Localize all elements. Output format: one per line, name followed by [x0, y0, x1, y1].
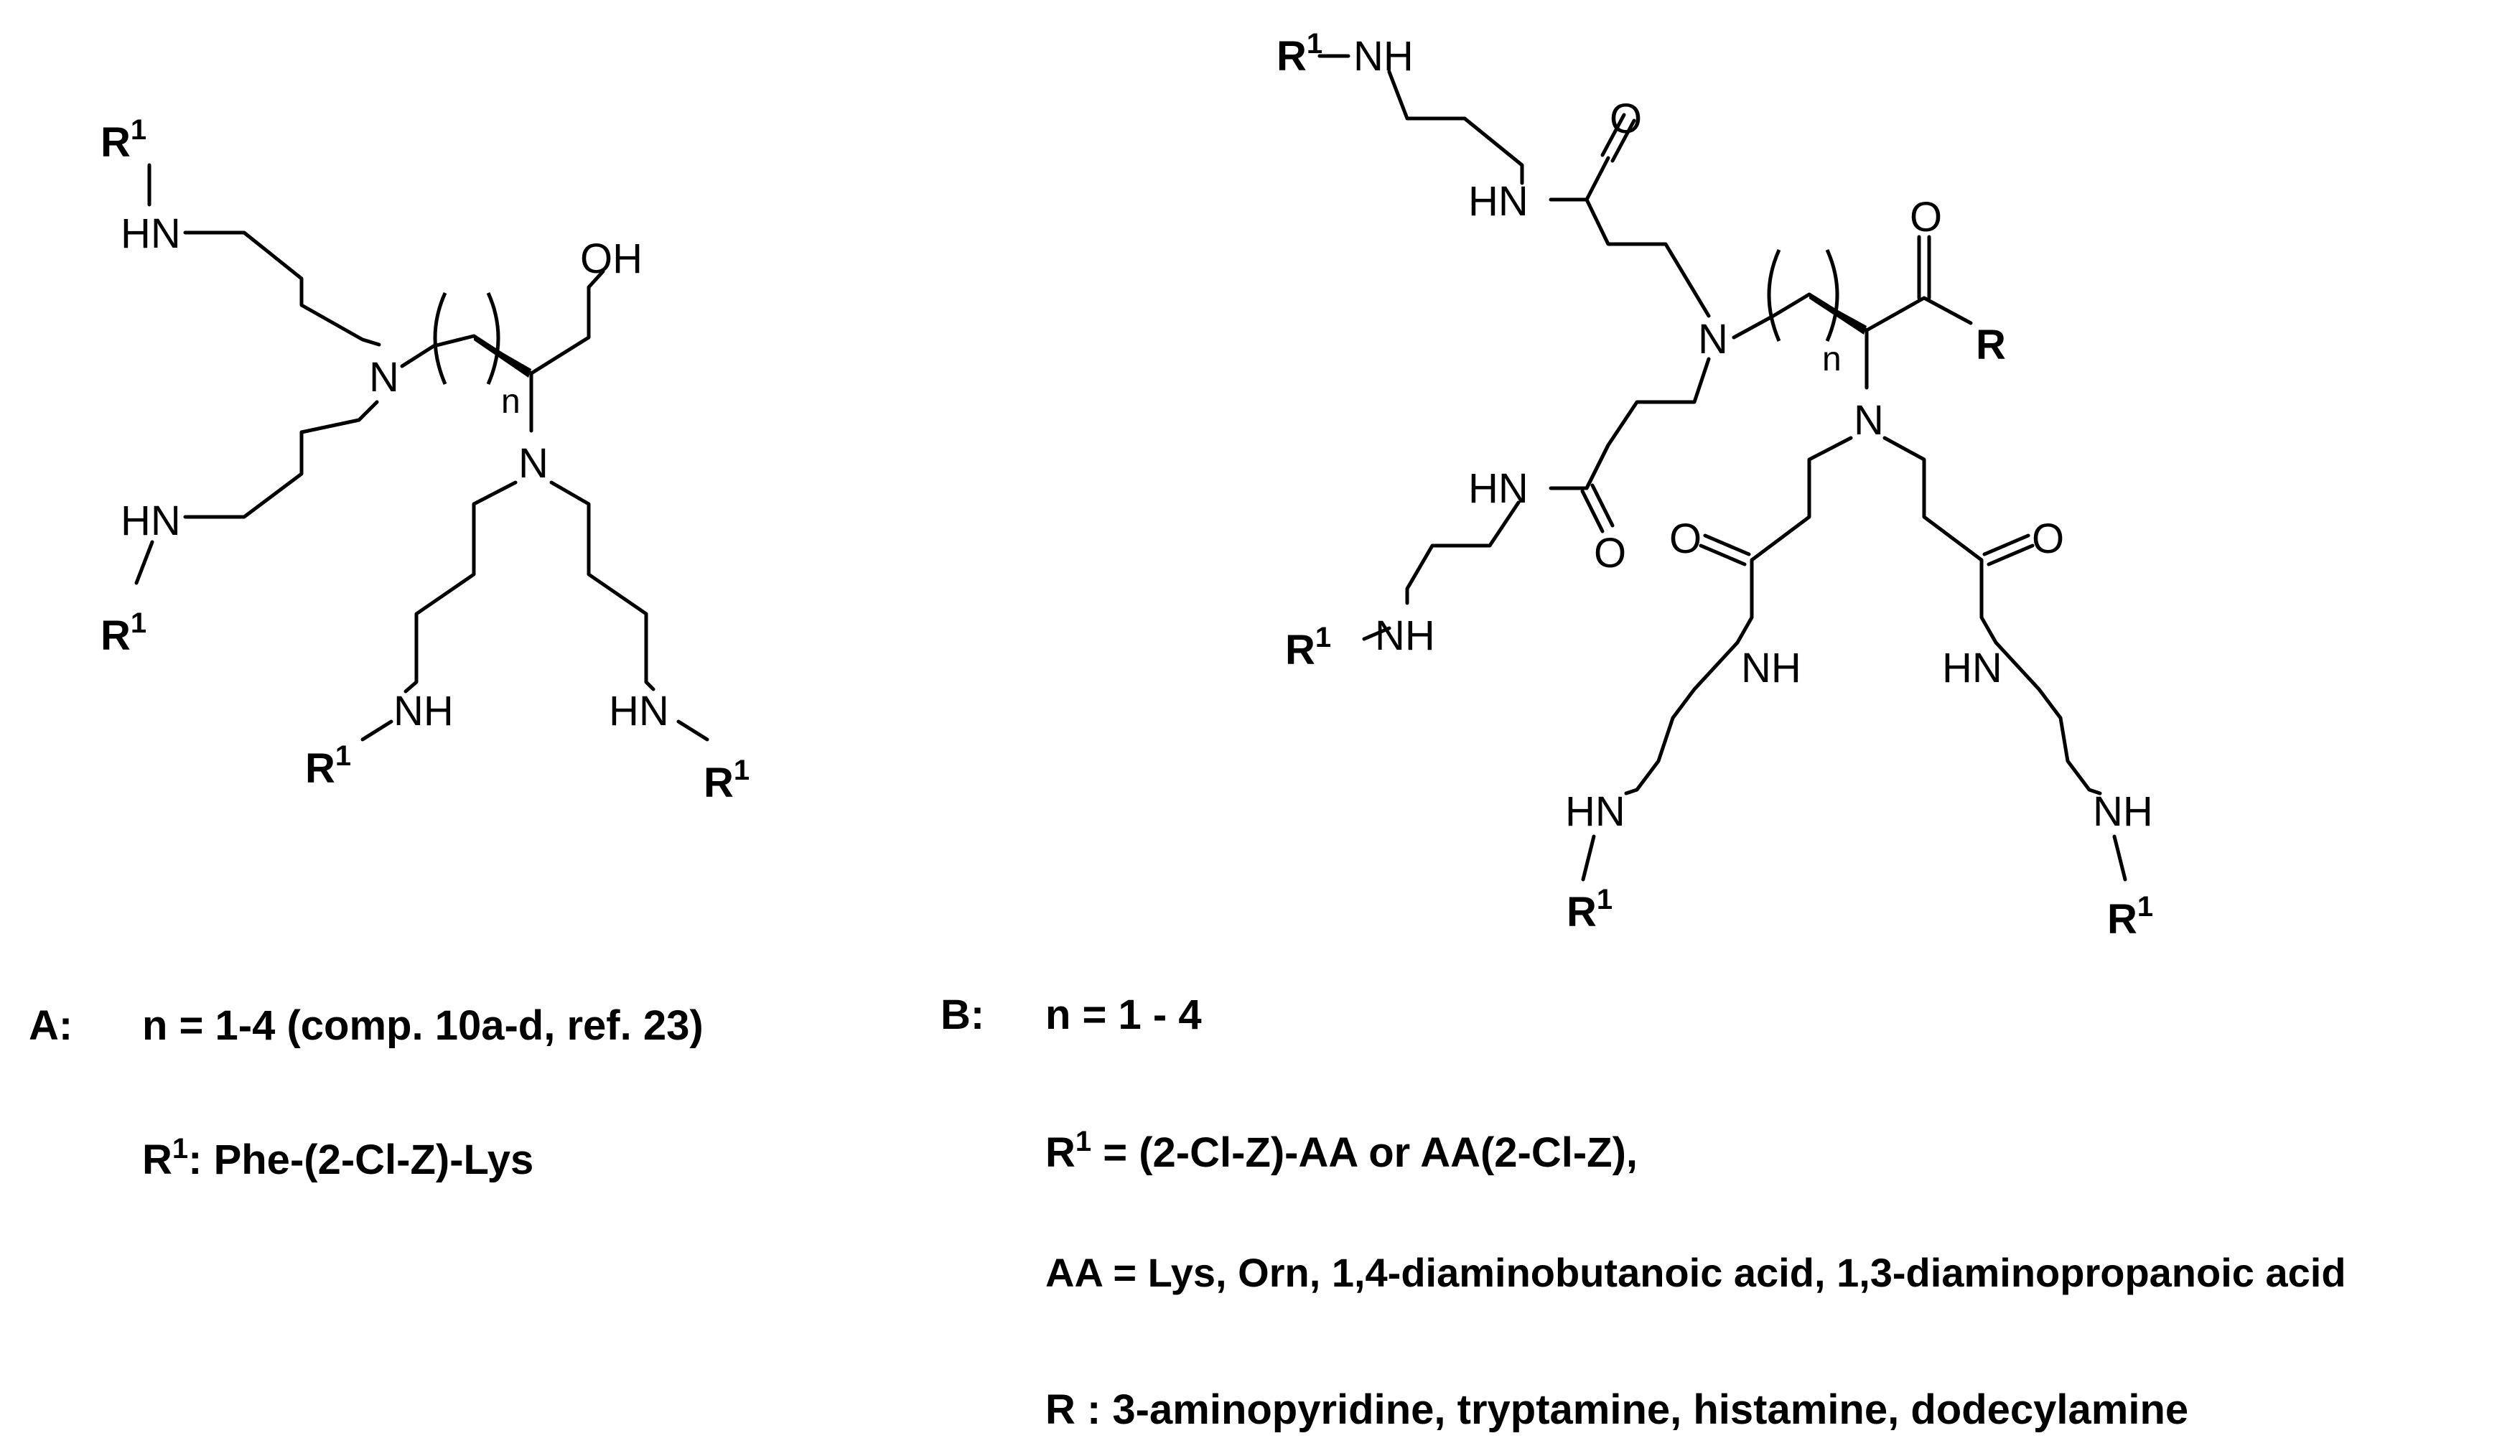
b-wedge-bond	[1809, 294, 1867, 335]
b-bond-r1-left	[1362, 626, 1391, 641]
caption-a-n: n = 1-4 (comp. 10a-d, ref. 23)	[142, 1002, 704, 1049]
b-bonds-lower-chain-1	[1750, 436, 1853, 562]
b-amide-nh-4: HN	[1942, 645, 2002, 691]
b-carbonyl-4b	[1699, 543, 1747, 566]
b-amide-nh-2: HN	[1468, 465, 1529, 512]
b-bonds-lower-chain-2	[1882, 436, 1984, 562]
b-carbonyl-4a	[1703, 533, 1751, 556]
caption-b-n: n = 1 - 4	[1045, 991, 1202, 1038]
b-carbonyl-1a	[1600, 113, 1626, 157]
b-bonds-top-arm	[1387, 70, 1524, 185]
a-amine-3: NH	[393, 688, 454, 734]
caption-b-r1-text: = (2-Cl-Z)-AA or AA(2-Cl-Z),	[1091, 1129, 1638, 1176]
b-carbonyl-2a	[1580, 489, 1605, 533]
caption-b-r1-prefix: R	[1045, 1129, 1075, 1176]
a-bond-r1-lower-2	[676, 719, 709, 742]
b-r1-label-top: R1	[1277, 28, 1322, 80]
b-bonds-left-arm	[1405, 500, 1521, 605]
b-amine-top: NH	[1353, 33, 1414, 80]
b-repeat-bracket-left	[1767, 248, 1781, 342]
b-bond-r1-bottom-right	[2112, 834, 2127, 882]
structure-b: NH HN HN NH NH HN HN NH N N O O O O O n …	[1277, 28, 2153, 943]
b-carbonyl-1b	[1610, 118, 1636, 163]
b-oxygen-2: O	[1594, 530, 1626, 577]
a-n-tertiary-2: N	[518, 440, 549, 487]
b-bond-r1-bottom-left	[1581, 834, 1596, 882]
b-amine-bottom-left: HN	[1565, 788, 1625, 835]
b-bonds-carbonyl-r	[1865, 296, 1973, 332]
b-oxygen-3: O	[1910, 194, 1942, 241]
a-amine-4: HN	[609, 688, 669, 734]
a-wedge-bond	[474, 336, 531, 378]
a-amine-2: HN	[121, 498, 181, 544]
b-repeat-bracket-right	[1825, 248, 1839, 342]
a-bonds-hydroxymethyl	[529, 269, 605, 375]
a-bonds-backbone	[400, 334, 533, 375]
b-carbonyl-5a	[1982, 533, 2030, 556]
b-oxygen-1: O	[1610, 95, 1642, 142]
caption-b-r: R : 3-aminopyridine, tryptamine, histami…	[1045, 1386, 2189, 1433]
a-repeat-index: n	[501, 383, 521, 421]
b-r1-label-bottom-right: R1	[2107, 891, 2153, 943]
caption-a-r1-text: : Phe-(2-Cl-Z)-Lys	[188, 1137, 534, 1183]
a-bond-r1-lower-left	[134, 540, 154, 585]
caption-b-r1-sup: 1	[1075, 1126, 1092, 1157]
caption-a-label: A:	[29, 1002, 73, 1049]
a-bonds-lower-chain-1	[403, 480, 518, 694]
b-bonds-amide-1	[1549, 156, 1610, 202]
b-n-tertiary-1: N	[1698, 316, 1728, 363]
a-hydroxyl: OH	[580, 235, 643, 282]
a-n-tertiary-1: N	[369, 354, 399, 401]
b-oxygen-5: O	[2032, 515, 2064, 562]
b-bonds-lower-left-chain	[1549, 357, 1711, 490]
b-oxygen-4: O	[1669, 515, 1702, 562]
b-repeat-index: n	[1822, 340, 1842, 378]
caption-b-r1: R1 = (2-Cl-Z)-AA or AA(2-Cl-Z),	[1045, 1127, 1638, 1174]
a-bonds-lower-chain-2	[549, 480, 655, 691]
structure-a: N N HN HN NH HN OH n R1 R1 R1 R1	[101, 114, 750, 806]
a-amine-1: HN	[121, 210, 181, 257]
a-repeat-bracket-right	[486, 291, 500, 385]
b-bonds-upper-chain	[1585, 197, 1711, 318]
caption-b-aa: AA = Lys, Orn, 1,4-diaminobutanoic acid,…	[1045, 1250, 2346, 1295]
a-r1-label-bottom-2: R1	[704, 755, 750, 806]
caption-a-r1: R1: Phe-(2-Cl-Z)-Lys	[142, 1134, 533, 1181]
a-bond-r1-lower-1	[360, 719, 393, 742]
b-r-group: R	[1976, 322, 2006, 368]
caption-a-r1-prefix: R	[142, 1137, 172, 1183]
b-amide-nh-3: NH	[1741, 645, 1801, 691]
b-bond-amide-2	[1585, 443, 1610, 490]
a-r1-label-left: R1	[101, 607, 146, 659]
b-amide-nh-1: HN	[1468, 178, 1529, 225]
b-n-tertiary-2: N	[1854, 397, 1884, 444]
caption-b-label: B:	[941, 991, 985, 1038]
caption-a-r1-sup: 1	[172, 1133, 189, 1165]
b-bonds-lower-arm-2	[1979, 558, 2102, 795]
a-r1-label-top: R1	[101, 114, 146, 166]
b-carbonyl-5b	[1987, 543, 2035, 566]
a-bonds-lower-left-chain	[183, 400, 379, 519]
b-carbonyl-2b	[1590, 483, 1615, 528]
b-bonds-lower-arm-1	[1624, 558, 1754, 795]
a-r1-label-bottom-1: R1	[305, 740, 351, 792]
b-r1-label-left: R1	[1285, 622, 1331, 673]
b-r1-label-bottom-left: R1	[1567, 884, 1613, 935]
a-repeat-bracket-left	[433, 291, 447, 385]
a-bonds-upper-left-chain	[183, 230, 381, 347]
b-amine-bottom-right: NH	[2093, 788, 2153, 835]
b-amine-left: NH	[1375, 612, 1435, 659]
